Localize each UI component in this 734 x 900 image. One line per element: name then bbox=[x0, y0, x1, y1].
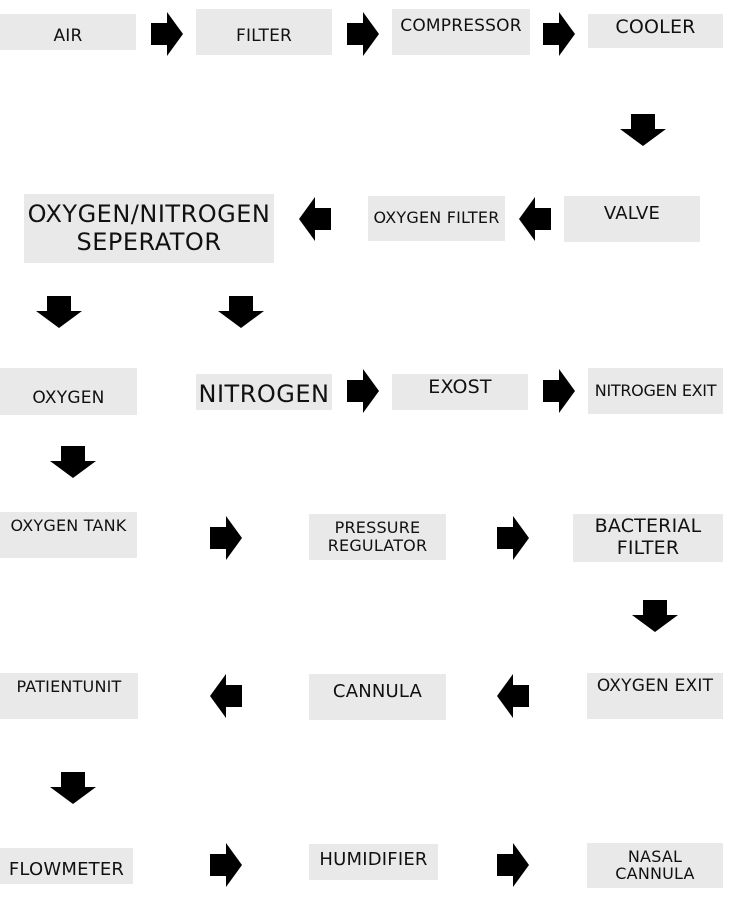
node-cannula: CANNULA bbox=[309, 674, 446, 720]
node-oxygen-filter: OXYGEN FILTER bbox=[368, 196, 505, 241]
arrow-left-icon bbox=[497, 674, 529, 718]
arrow-down-icon bbox=[50, 772, 96, 804]
node-exost: EXOST bbox=[392, 374, 528, 410]
arrow-right-icon bbox=[347, 369, 379, 413]
node-oxygen: OXYGEN bbox=[0, 368, 137, 415]
node-nasal-cannula: NASAL CANNULA bbox=[587, 843, 723, 888]
node-compressor: COMPRESSOR bbox=[392, 9, 530, 55]
node-oxygen-nitrogen-separator: OXYGEN/NITROGEN SEPERATOR bbox=[24, 194, 274, 263]
arrow-down-icon bbox=[36, 296, 82, 328]
node-flowmeter: FLOWMETER bbox=[0, 848, 133, 884]
node-valve: VALVE bbox=[564, 196, 700, 242]
node-humidifier: HUMIDIFIER bbox=[309, 844, 438, 880]
arrow-down-icon bbox=[632, 600, 678, 632]
node-nitrogen: NITROGEN bbox=[196, 374, 332, 410]
arrow-right-icon bbox=[543, 12, 575, 56]
arrow-right-icon bbox=[151, 12, 183, 56]
arrow-down-icon bbox=[620, 114, 666, 146]
node-oxygen-tank: OXYGEN TANK bbox=[0, 512, 137, 558]
node-pressure-regulator: PRESSURE REGULATOR bbox=[309, 514, 446, 560]
arrow-right-icon bbox=[497, 516, 529, 560]
arrow-right-icon bbox=[543, 369, 575, 413]
node-cooler: COOLER bbox=[588, 14, 723, 48]
arrow-right-icon bbox=[210, 843, 242, 887]
arrow-right-icon bbox=[210, 516, 242, 560]
node-nitrogen-exit: NITROGEN EXIT bbox=[588, 368, 723, 414]
node-oxygen-exit: OXYGEN EXIT bbox=[587, 673, 723, 719]
arrow-down-icon bbox=[50, 446, 96, 478]
node-bacterial-filter: BACTERIAL FILTER bbox=[573, 514, 723, 562]
arrow-left-icon bbox=[210, 674, 242, 718]
node-filter: FILTER bbox=[196, 9, 332, 55]
arrow-right-icon bbox=[347, 12, 379, 56]
node-air: AIR bbox=[0, 14, 136, 50]
arrow-left-icon bbox=[299, 197, 331, 241]
node-patient-unit: PATIENTUNIT bbox=[0, 673, 138, 719]
arrow-left-icon bbox=[519, 197, 551, 241]
arrow-right-icon bbox=[497, 843, 529, 887]
arrow-down-icon bbox=[218, 296, 264, 328]
